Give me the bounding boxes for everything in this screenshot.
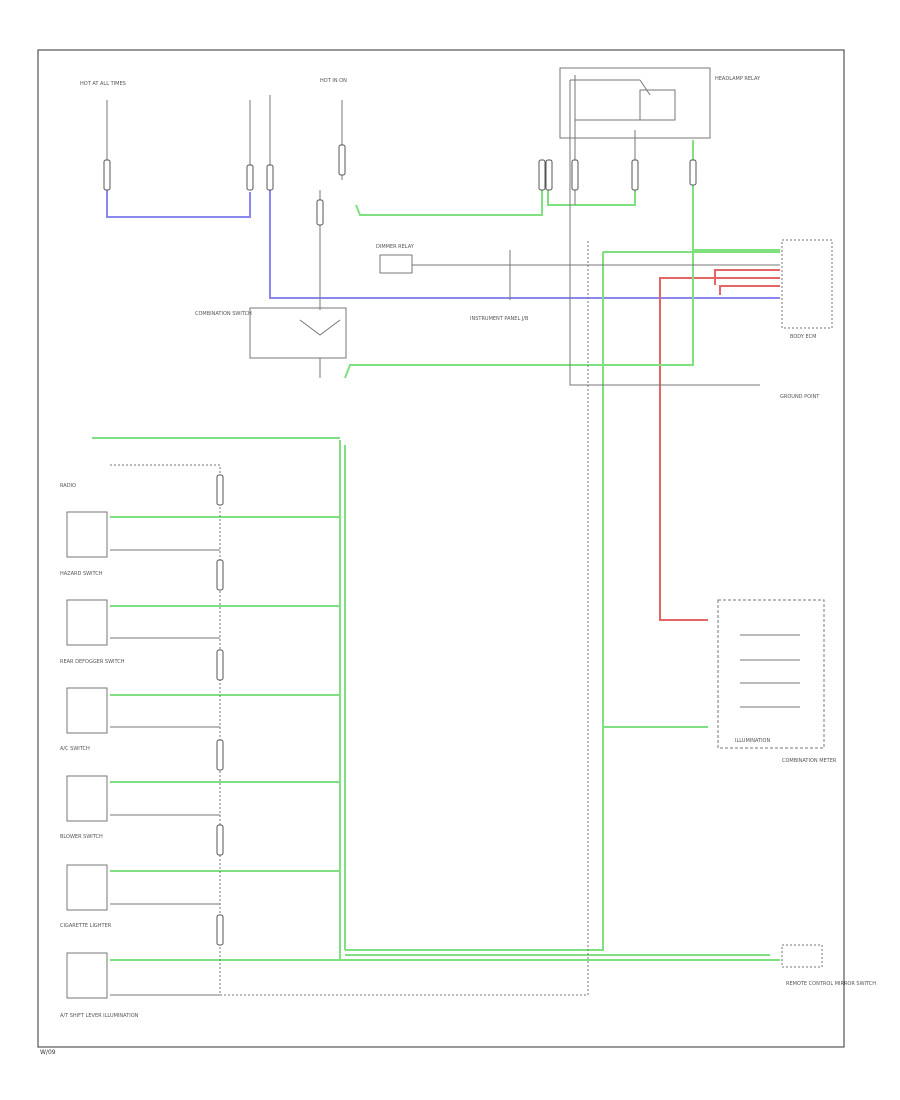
label-ground-point: GROUND POINT	[780, 394, 820, 400]
wire-red	[659, 269, 780, 621]
wire-green	[92, 140, 780, 961]
page-number: W/09	[40, 1049, 56, 1056]
wire-black	[66, 67, 833, 999]
label-radio: RADIO	[60, 483, 76, 489]
fuse-icon	[103, 144, 697, 946]
label-body-ecm: BODY ECM	[790, 334, 816, 340]
label-mirror-control: REMOTE CONTROL MIRROR SWITCH	[786, 981, 876, 987]
label-rear-defogger-switch: REAR DEFOGGER SWITCH	[60, 659, 125, 665]
wire-blue	[106, 185, 780, 299]
label-combination-switch: COMBINATION SWITCH	[195, 311, 252, 317]
label-instrument-panel: INSTRUMENT PANEL J/B	[470, 316, 529, 322]
label-hot-in-on: HOT IN ON	[320, 78, 347, 84]
label-dimmer-relay: DIMMER RELAY	[376, 244, 415, 250]
label-hazard-switch: HAZARD SWITCH	[60, 571, 103, 577]
label-a-t-shift-lever: A/T SHIFT LEVER ILLUMINATION	[60, 1013, 139, 1019]
diagram-frame	[37, 49, 845, 1048]
label-illumination: ILLUMINATION	[735, 738, 770, 744]
component-labels: HOT AT ALL TIMES HOT IN ON HEADLAMP RELA…	[40, 76, 876, 1056]
label-a-c-switch: A/C SWITCH	[60, 746, 90, 752]
label-blower-switch: BLOWER SWITCH	[60, 834, 103, 840]
label-hot-at-all-times: HOT AT ALL TIMES	[80, 81, 126, 87]
label-headlamp-relay: HEADLAMP RELAY	[715, 76, 761, 82]
label-combination-meter: COMBINATION METER	[782, 758, 837, 764]
label-cigarette-lighter: CIGARETTE LIGHTER	[60, 923, 112, 929]
